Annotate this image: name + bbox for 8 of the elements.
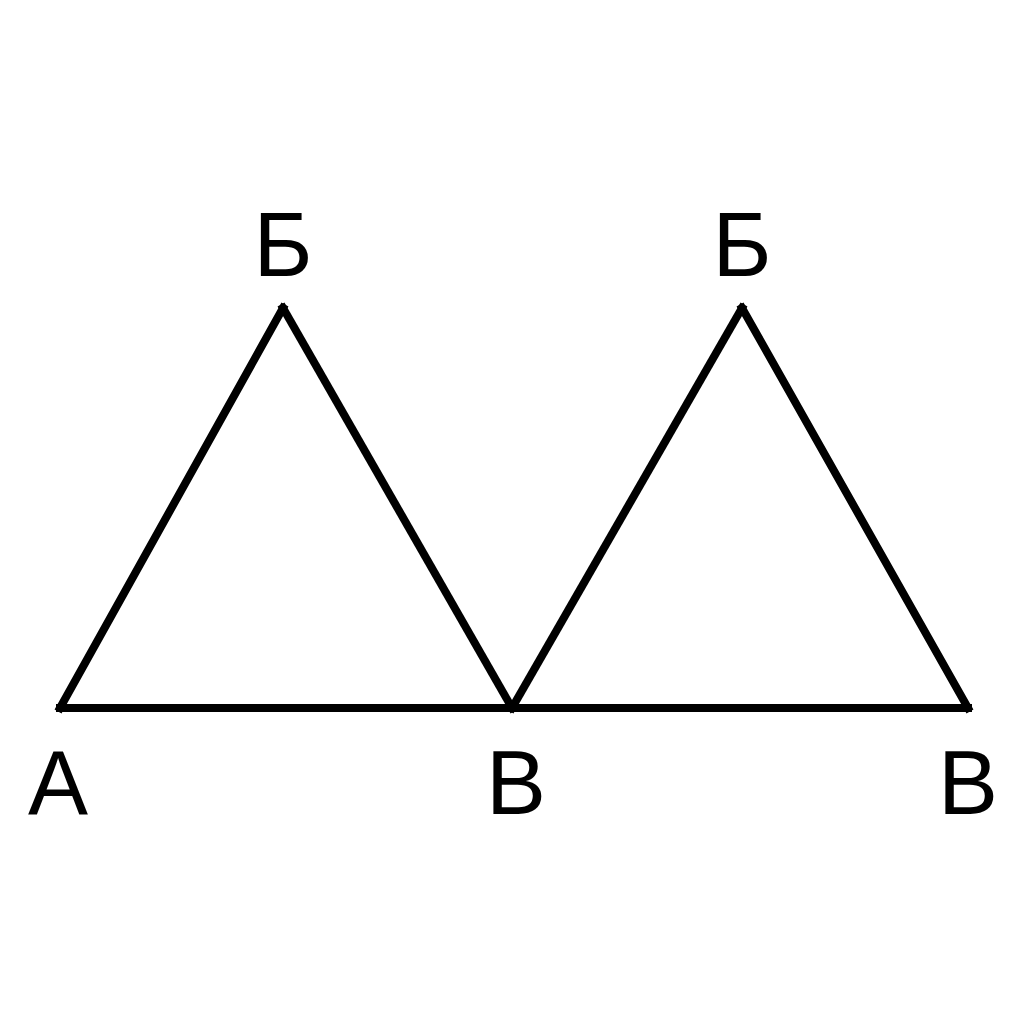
vertex-label: Б <box>704 200 780 308</box>
triangle-side <box>56 304 287 712</box>
vertex-label: В <box>478 708 554 828</box>
triangle-side <box>738 304 972 712</box>
vertex-label: В <box>930 708 1006 828</box>
vertex-label: Б <box>245 200 321 308</box>
triangle-side <box>508 304 746 712</box>
vertex-label: А <box>20 708 96 828</box>
